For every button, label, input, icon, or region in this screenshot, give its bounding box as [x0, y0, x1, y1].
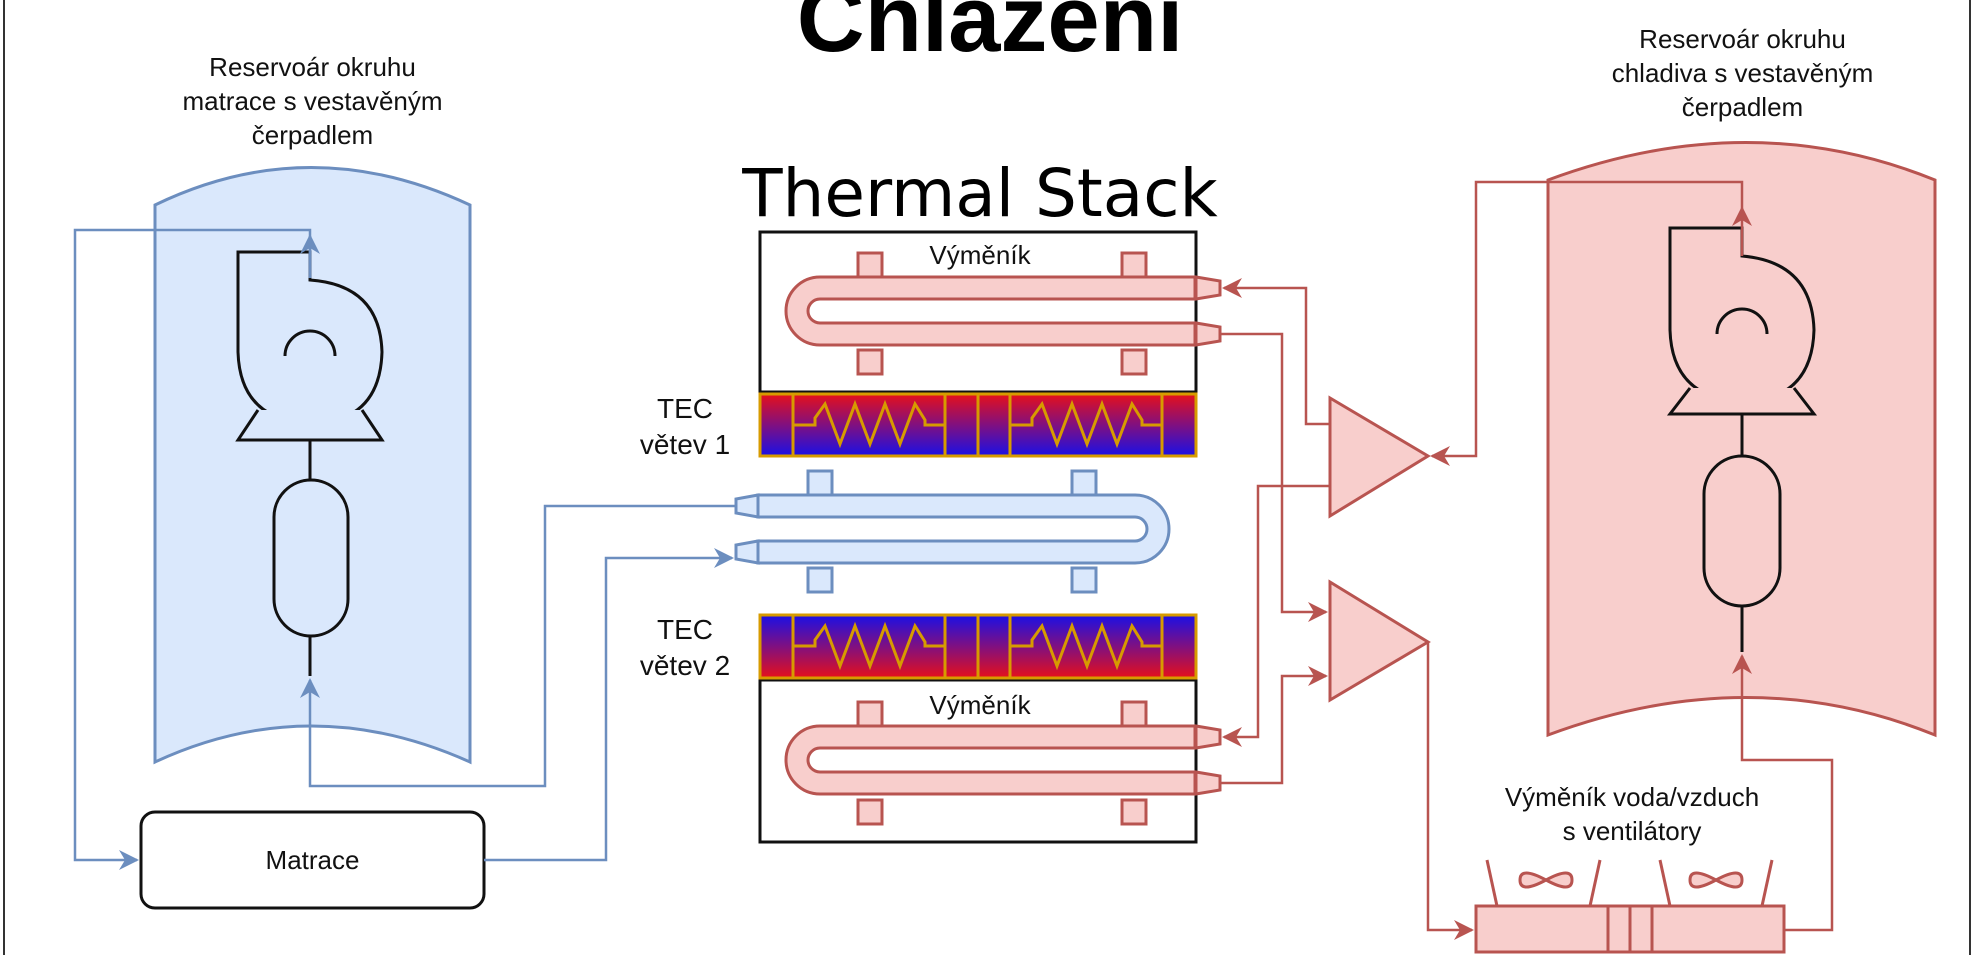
mattress-label: Matrace [265, 845, 360, 875]
red-pump-icon [1666, 226, 1818, 652]
blue-reservoir-label: Reservoár okruhu matrace s vestavěným če… [182, 52, 443, 150]
exchanger-top-label: Výměník [900, 238, 1060, 272]
tec-branch-1-label: TEC větev 1 [639, 393, 731, 460]
air-exchanger-label: Výměník voda/vzduch s ventilátory [1504, 782, 1760, 846]
air-water-exchanger [1474, 859, 1786, 954]
exchanger-bottom-tube [784, 700, 1222, 826]
blue-piping [73, 228, 736, 870]
blue-reservoir-tank [153, 166, 472, 765]
blue-pump-icon [235, 250, 385, 676]
tec-module-1 [758, 392, 1198, 458]
slide-title: Chlazení [796, 0, 1184, 71]
exchanger-top-tube [784, 251, 1222, 376]
thermal-stack-title: Thermal Stack [742, 155, 1218, 232]
red-reservoir-label: Reservoár okruhu chladiva s vestavěným č… [1611, 24, 1874, 122]
fan-icon [1518, 871, 1744, 889]
exchanger-bottom-label: Výměník [900, 688, 1060, 722]
manifold-lower [1328, 579, 1431, 703]
tec-module-2 [758, 613, 1198, 680]
manifold-upper [1328, 395, 1431, 519]
mattress-exchanger-tube [734, 469, 1171, 594]
red-piping [1220, 180, 1834, 940]
tec-branch-2-label: TEC větev 2 [639, 614, 731, 681]
